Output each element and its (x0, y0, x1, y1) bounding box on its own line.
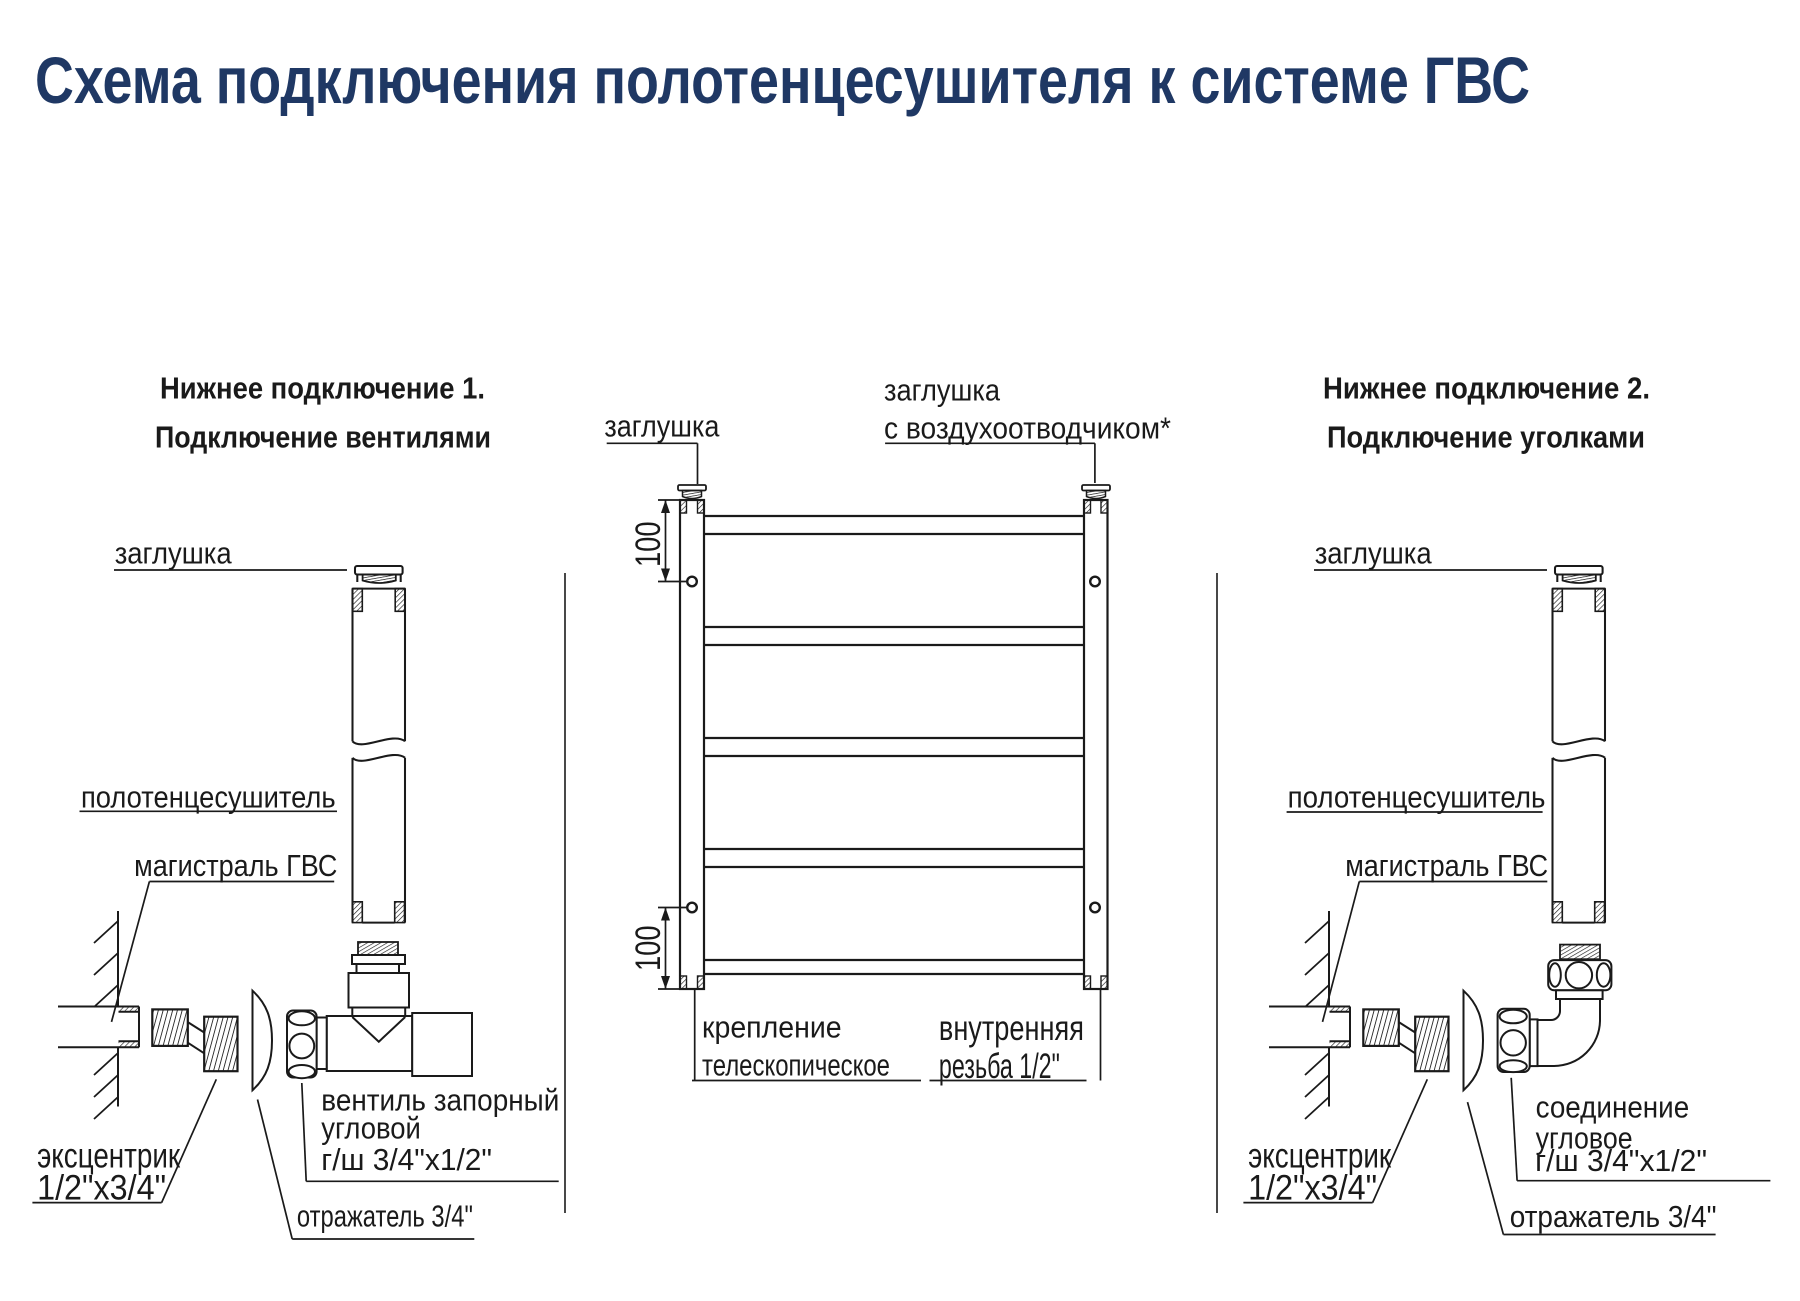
svg-text:магистраль ГВС: магистраль ГВС (134, 848, 337, 883)
svg-text:вентиль запорный: вентиль запорный (321, 1083, 559, 1118)
svg-text:телескопическое: телескопическое (702, 1048, 890, 1083)
svg-text:1/2"х3/4": 1/2"х3/4" (37, 1169, 166, 1208)
svg-text:заглушка: заглушка (1315, 535, 1433, 570)
svg-text:Нижнее подключение 1.: Нижнее подключение 1. (160, 370, 485, 405)
svg-text:Подключение уголками: Подключение уголками (1327, 420, 1645, 455)
svg-text:угловое: угловое (1536, 1121, 1633, 1156)
svg-text:соединение: соединение (1536, 1090, 1690, 1125)
svg-text:г/ш 3/4"х1/2": г/ш 3/4"х1/2" (1535, 1143, 1707, 1178)
svg-text:отражатель 3/4": отражатель 3/4" (1510, 1199, 1717, 1234)
svg-text:100: 100 (629, 522, 668, 568)
svg-text:эксцентрик: эксцентрик (1248, 1137, 1392, 1176)
svg-text:угловой: угловой (321, 1111, 421, 1146)
svg-text:крепление: крепление (702, 1010, 842, 1045)
svg-text:резьба 1/2": резьба 1/2" (939, 1047, 1060, 1086)
svg-text:Нижнее подключение 2.: Нижнее подключение 2. (1323, 370, 1650, 405)
svg-text:полотенцесушитель: полотенцесушитель (1288, 780, 1546, 815)
svg-text:внутренняя: внутренняя (939, 1009, 1084, 1048)
svg-text:1/2"х3/4": 1/2"х3/4" (1248, 1169, 1377, 1208)
svg-text:Подключение вентилями: Подключение вентилями (155, 420, 491, 455)
svg-text:100: 100 (629, 926, 668, 972)
svg-text:с воздухоотводчиком*: с воздухоотводчиком* (884, 411, 1171, 446)
svg-text:заглушка: заглушка (115, 535, 233, 570)
svg-text:заглушка: заглушка (884, 373, 1001, 408)
svg-text:заглушка: заглушка (604, 409, 720, 444)
svg-text:отражатель 3/4": отражатель 3/4" (297, 1199, 473, 1234)
svg-text:эксцентрик: эксцентрик (37, 1137, 181, 1176)
svg-text:магистраль ГВС: магистраль ГВС (1345, 848, 1548, 883)
svg-text:Схема подключения полотенцесуш: Схема подключения полотенцесушителя к си… (35, 43, 1530, 117)
svg-text:полотенцесушитель: полотенцесушитель (81, 780, 336, 815)
svg-text:г/ш 3/4"х1/2": г/ш 3/4"х1/2" (321, 1142, 492, 1177)
